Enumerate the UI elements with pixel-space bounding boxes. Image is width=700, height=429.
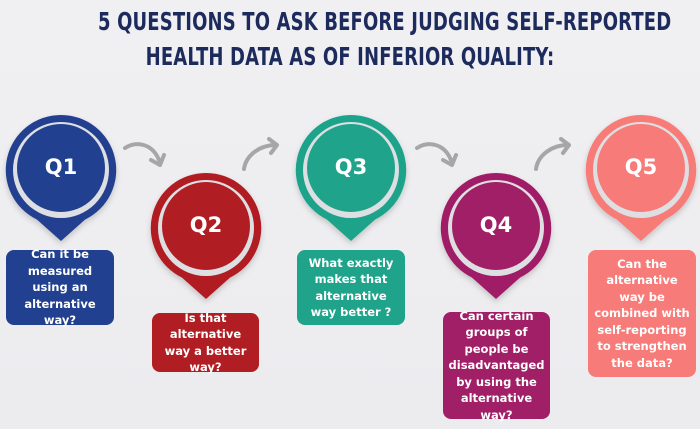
q5-pin: Q5 xyxy=(585,114,697,245)
curved-arrow-up-right-icon xyxy=(242,137,279,171)
map-pin-icon xyxy=(295,114,407,241)
map-pin-icon xyxy=(5,114,117,241)
q5-text: Can the alternative way be combined with… xyxy=(594,256,690,370)
q4-label: Q4 xyxy=(479,213,513,237)
q4-text-box: Can certain groups of people be disadvan… xyxy=(443,309,550,422)
curved-arrow-down-right-icon xyxy=(415,142,458,167)
q5-label: Q5 xyxy=(624,155,658,179)
q1-label: Q1 xyxy=(44,155,78,179)
page-title: 5 QUESTIONS TO ASK BEFORE JUDGING SELF-R… xyxy=(97,4,672,74)
q3-text: What exactly makes that alternative way … xyxy=(308,255,394,320)
q2-label: Q2 xyxy=(189,213,223,237)
title-line-1: 5 QUESTIONS TO ASK BEFORE JUDGING SELF-R… xyxy=(97,7,672,36)
q1-pin: Q1 xyxy=(5,114,117,245)
q3-label: Q3 xyxy=(334,155,368,179)
curved-arrow-up-right-icon xyxy=(534,137,571,171)
title-line-2: HEALTH DATA AS OF INFERIOR QUALITY: xyxy=(145,42,555,71)
q5-text-box: Can the alternative way be combined with… xyxy=(588,250,696,377)
q4-pin: Q4 xyxy=(440,172,552,303)
q2-pin: Q2 xyxy=(150,172,262,303)
map-pin-icon xyxy=(440,172,552,299)
q3-pin: Q3 xyxy=(295,114,407,245)
q1-text: Can it be measured using an alternative … xyxy=(24,247,96,328)
map-pin-icon xyxy=(150,172,262,299)
q2-text: Is that alternative way a better way? xyxy=(164,310,247,375)
curved-arrow-down-right-icon xyxy=(123,142,166,167)
q2-text-box: Is that alternative way a better way? xyxy=(152,311,259,374)
q1-text-box: Can it be measured using an alternative … xyxy=(6,247,114,327)
map-pin-icon xyxy=(585,114,697,241)
q3-text-box: What exactly makes that alternative way … xyxy=(297,250,405,325)
q4-text: Can certain groups of people be disadvan… xyxy=(448,308,545,422)
